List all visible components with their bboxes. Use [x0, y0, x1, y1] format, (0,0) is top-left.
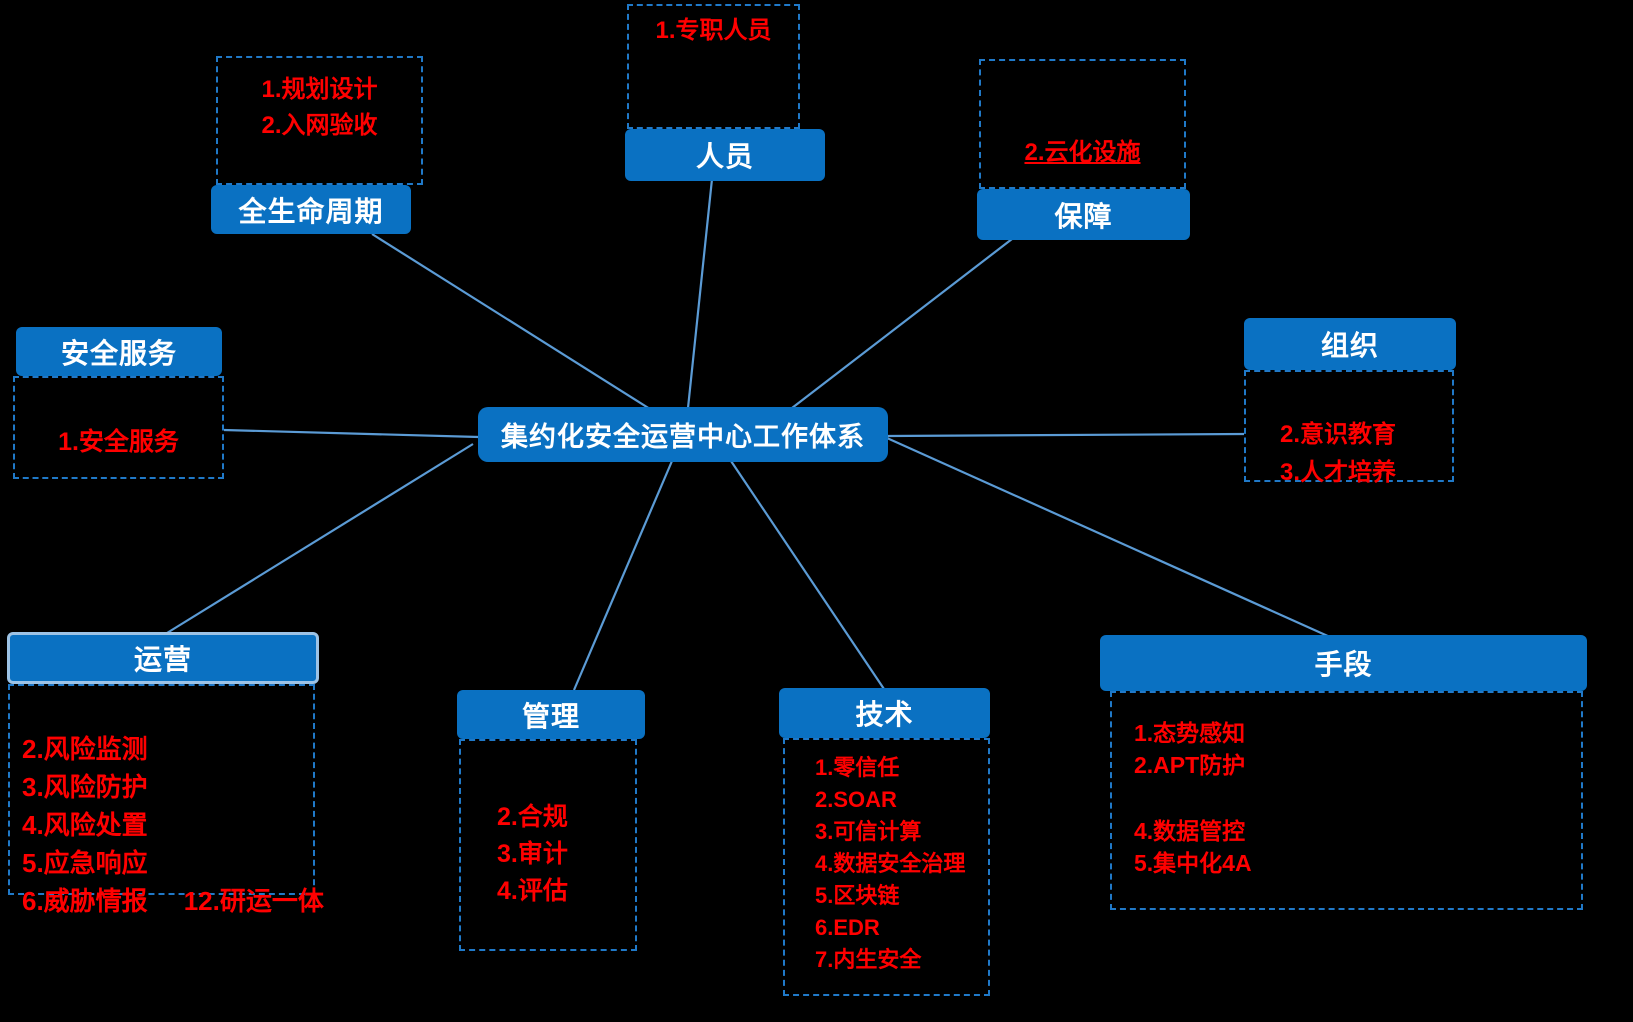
- list-item: 5.应急响应: [22, 848, 148, 878]
- operations-header: 运营: [7, 632, 319, 684]
- connector-technology: [730, 460, 885, 690]
- list-item: 4.数据管控: [1134, 818, 1246, 844]
- connector-management: [572, 460, 674, 691]
- list-item: 6.EDR: [815, 915, 880, 940]
- list-item: 1.安全服务: [58, 428, 179, 456]
- management-header: 管理: [457, 690, 645, 739]
- list-item: 1.态势感知: [1134, 720, 1246, 746]
- connector-security-service: [223, 428, 480, 439]
- list-item: 12.研运一体: [183, 886, 324, 916]
- list-item: 2.APT防护: [1134, 752, 1246, 778]
- organization-header: 组织: [1244, 318, 1456, 370]
- central-node: 集约化安全运营中心工作体系: [478, 407, 888, 462]
- list-item: 4.评估: [497, 877, 568, 905]
- management-items-box: 2.合规 3.审计 4.评估: [459, 739, 637, 951]
- connector-means: [886, 436, 1331, 639]
- technology-header: 技术: [779, 688, 990, 738]
- list-item: 2.风险监测: [22, 734, 148, 764]
- connector-operations: [166, 443, 474, 634]
- personnel-items-box: 1.专职人员: [627, 4, 800, 129]
- items-spacer: [1134, 781, 1581, 815]
- lifecycle-header: 全生命周期: [211, 185, 411, 234]
- organization-items-box: 2.意识教育 3.人才培养: [1244, 370, 1454, 486]
- list-item: 1.专职人员: [655, 17, 772, 44]
- list-item: 5.集中化4A: [1134, 850, 1252, 876]
- connector-personnel: [686, 178, 714, 409]
- lifecycle-items-box: 1.规划设计 2.入网验收: [216, 56, 423, 185]
- list-item: 1.零信任: [815, 755, 900, 780]
- security-service-header: 安全服务: [16, 327, 222, 376]
- list-item: 2.意识教育: [1280, 421, 1397, 448]
- security-service-items-box: 1.安全服务: [13, 376, 224, 479]
- means-items-box: 1.态势感知 2.APT防护 4.数据管控 5.集中化4A: [1110, 691, 1583, 910]
- guarantee-items-box: 2.云化设施: [979, 59, 1186, 189]
- list-item: 3.风险防护: [22, 772, 148, 802]
- means-header: 手段: [1100, 635, 1587, 691]
- list-item: 3.可信计算: [815, 819, 922, 844]
- connector-lifecycle: [371, 233, 651, 410]
- list-item: 4.风险处置: [22, 810, 148, 840]
- list-item: 1.规划设计: [261, 76, 378, 103]
- list-item: 7.内生安全: [815, 947, 922, 972]
- list-item: 2.合规: [497, 803, 568, 831]
- connector-guarantee: [791, 238, 1013, 409]
- technology-items-box: 1.零信任 2.SOAR 3.可信计算 4.数据安全治理 5.区块链 6.EDR…: [783, 738, 990, 996]
- list-item: 2.SOAR: [815, 787, 897, 812]
- operations-items-box: 2.风险监测 3.风险防护 4.风险处置 5.应急响应 6.威胁情报 12.研运…: [8, 684, 324, 916]
- list-item: 3.人才培养: [1280, 459, 1397, 486]
- list-item: 4.数据安全治理: [815, 851, 966, 876]
- list-item: 5.区块链: [815, 883, 900, 908]
- guarantee-header: 保障: [977, 189, 1190, 240]
- personnel-header: 人员: [625, 129, 825, 181]
- list-item: 2.云化设施: [1024, 139, 1141, 166]
- list-item: 3.审计: [497, 840, 568, 868]
- list-item: 2.入网验收: [261, 112, 378, 139]
- list-item: 6.威胁情报: [22, 886, 148, 916]
- connector-organization: [887, 432, 1245, 438]
